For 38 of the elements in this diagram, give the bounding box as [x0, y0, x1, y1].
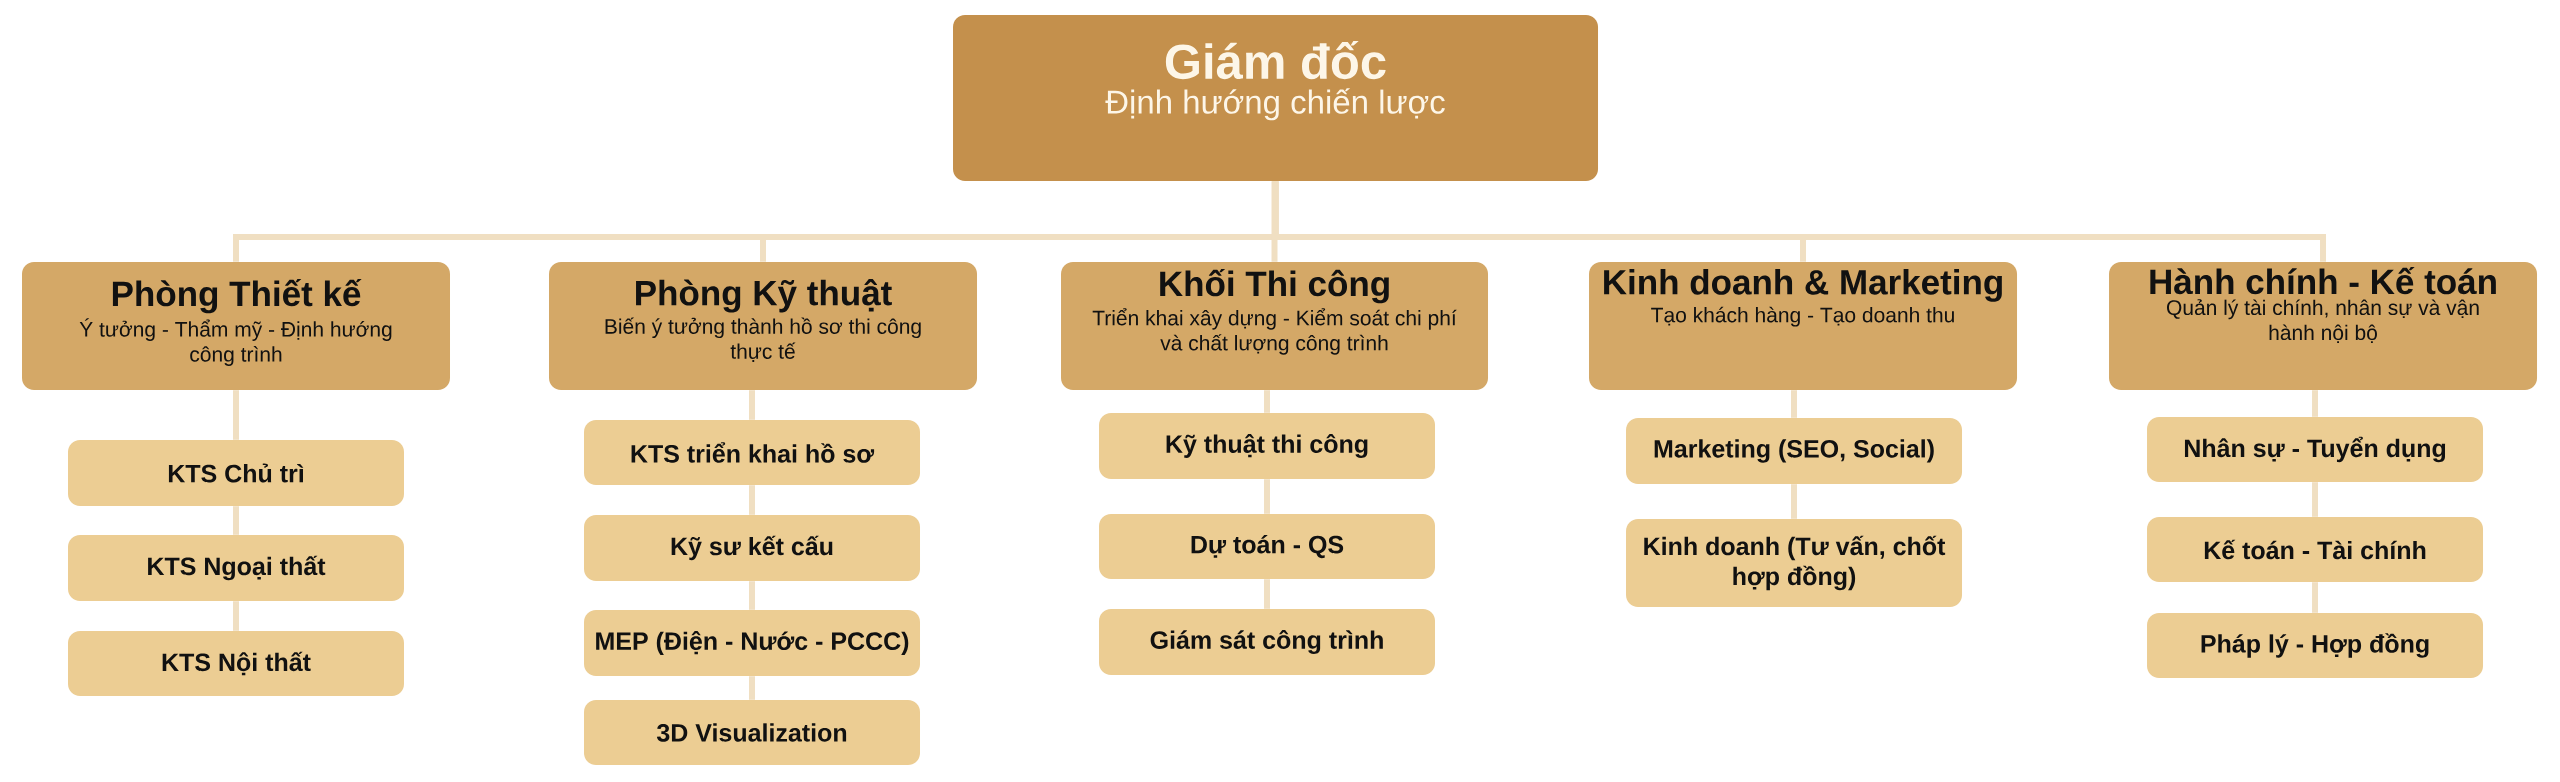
connector-line — [2312, 582, 2319, 613]
heading-box: Giám đốc Định hướng chiến lược — [953, 15, 1598, 181]
role-box: Kỹ sư kết cấu — [584, 515, 920, 581]
role-box: Kế toán - Tài chính — [2147, 517, 2484, 582]
connector-line — [749, 676, 755, 700]
connector-line — [233, 506, 239, 535]
department-box: Phòng Kỹ thuật Biến ý tưởng thành hồ sơ thi công thực tế — [549, 262, 977, 390]
connector-line — [749, 581, 755, 610]
role-box: Giám sát công trình — [1099, 609, 1435, 675]
connector-line — [2312, 482, 2319, 517]
connector-line — [1264, 390, 1270, 413]
role-box: KTS Chủ trì — [68, 440, 404, 506]
role-box: Dự toán - QS — [1099, 514, 1435, 579]
connector-line — [1791, 484, 1797, 519]
connector-line — [1791, 390, 1797, 418]
role-box: MEP (Điện - Nước - PCCC) — [584, 610, 920, 676]
connector-line — [233, 390, 239, 440]
connector-line — [749, 485, 755, 515]
department-box: Hành chính - Kế toán Quản lý tài chính, nhân sự và vận hành nội bộ — [2109, 262, 2538, 390]
role-box: Kinh doanh (Tư vấn, chốt hợp đồng) — [1626, 519, 1962, 607]
connector-line — [233, 601, 239, 631]
department-box: Khối Thi công Triển khai xây dựng - Kiểm soát chi phí và chất lượng công trình — [1061, 262, 1488, 390]
role-box: KTS Nội thất — [68, 631, 404, 696]
department-box: Phòng Thiết kế Ý tưởng - Thẩm mỹ - Định hướng công trình — [22, 262, 450, 390]
connector-line — [1264, 479, 1270, 514]
connector-line — [1272, 181, 2327, 262]
department-box: Kinh doanh & Marketing Tạo khách hàng - Tạo doanh thu — [1589, 262, 2017, 390]
role-box: Marketing (SEO, Social) — [1626, 418, 1962, 484]
role-box: Kỹ thuật thi công — [1099, 413, 1435, 479]
role-box: KTS Ngoại thất — [68, 535, 404, 601]
connector-line — [1264, 579, 1270, 609]
role-box: Pháp lý - Hợp đồng — [2147, 613, 2484, 678]
role-box: KTS triển khai hồ sơ — [584, 420, 920, 485]
connector-line — [1271, 181, 1278, 262]
connector-line — [749, 390, 755, 420]
role-box: Nhân sự - Tuyển dụng — [2147, 417, 2484, 482]
role-box: 3D Visualization — [584, 700, 920, 765]
connector-line — [2312, 390, 2319, 417]
